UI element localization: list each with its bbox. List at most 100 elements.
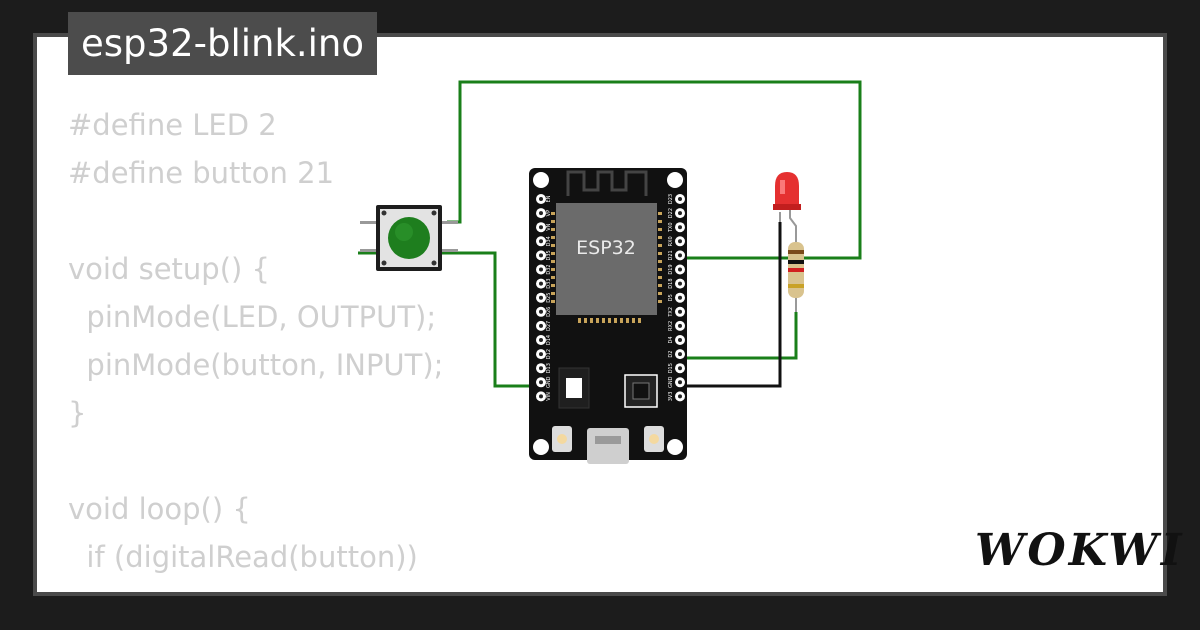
chip-contact bbox=[658, 260, 662, 263]
header-pin-hole bbox=[678, 295, 682, 300]
header-pin-hole bbox=[539, 197, 543, 201]
chip-contact bbox=[551, 276, 555, 279]
pin-label: D5 bbox=[668, 294, 674, 301]
chip-contact bbox=[551, 212, 555, 215]
chip-contact bbox=[620, 318, 623, 323]
wokwi-logo: WOKWI bbox=[975, 525, 1185, 576]
pin-label: D35 bbox=[546, 250, 552, 260]
header-pin-hole bbox=[539, 338, 543, 342]
header-pin-hole bbox=[678, 197, 682, 201]
mount-hole bbox=[533, 439, 549, 455]
pin-label: D32 bbox=[546, 264, 552, 274]
pin-label: RX2 bbox=[668, 321, 674, 331]
led-body bbox=[775, 172, 799, 206]
file-title: esp32-blink.ino bbox=[68, 12, 378, 75]
card-bottom-edge bbox=[33, 592, 1167, 596]
header-pin-hole bbox=[539, 281, 543, 286]
pin-label: D34 bbox=[546, 236, 552, 246]
pin-label: D14 bbox=[546, 335, 552, 345]
chip-contact bbox=[602, 318, 605, 323]
header-pin-hole bbox=[678, 281, 682, 286]
header-pin-hole bbox=[539, 295, 543, 300]
resistor[interactable] bbox=[788, 236, 804, 312]
header-pin-hole bbox=[539, 225, 543, 230]
wire-button-to-3v3[interactable] bbox=[358, 251, 540, 388]
boot-button-cap bbox=[557, 434, 567, 444]
pin-label: GND bbox=[668, 376, 674, 388]
button-screw bbox=[431, 260, 437, 266]
regulator-tab bbox=[566, 378, 582, 398]
button-leg bbox=[442, 249, 458, 252]
button-cap-highlight bbox=[395, 223, 413, 241]
pin-label: VP bbox=[546, 210, 552, 216]
header-pin-hole bbox=[678, 239, 682, 244]
chip-contact bbox=[658, 276, 662, 279]
chip-contact bbox=[638, 318, 641, 323]
chip-contact bbox=[551, 220, 555, 223]
reset-button-cap bbox=[649, 434, 659, 444]
mount-hole bbox=[533, 172, 549, 188]
code-line: #define LED 2 bbox=[68, 108, 277, 142]
chip-contact bbox=[551, 260, 555, 263]
chip-contact bbox=[614, 318, 617, 323]
pin-label: D33 bbox=[546, 278, 552, 288]
chip-contact bbox=[551, 228, 555, 231]
chip-contact bbox=[658, 212, 662, 215]
code-line: #define button 21 bbox=[68, 156, 335, 190]
led-anode-leg bbox=[789, 210, 797, 242]
chip-contact bbox=[658, 228, 662, 231]
pin-label: D26 bbox=[546, 307, 552, 317]
wire-resistor-to-d2[interactable] bbox=[682, 312, 798, 360]
header-pin-hole bbox=[678, 352, 682, 357]
button-screw bbox=[381, 260, 387, 266]
antenna-trace bbox=[566, 170, 648, 196]
led-rim bbox=[773, 204, 801, 210]
pin-label: D27 bbox=[546, 321, 552, 331]
pushbutton[interactable] bbox=[360, 205, 458, 271]
chip-contact bbox=[551, 236, 555, 239]
chip-contact bbox=[551, 252, 555, 255]
chip-contact bbox=[632, 318, 635, 323]
mount-hole bbox=[667, 172, 683, 188]
header-pin-hole bbox=[539, 309, 543, 314]
header-pin-hole bbox=[678, 253, 682, 258]
chip-contact bbox=[596, 318, 599, 323]
pin-label: EN bbox=[546, 195, 552, 202]
code-line: void setup() { bbox=[68, 252, 270, 286]
red-led[interactable] bbox=[773, 172, 801, 242]
pin-label: RX0 bbox=[668, 236, 674, 246]
resistor-band bbox=[788, 260, 804, 264]
pin-label: D2 bbox=[668, 351, 674, 358]
esp32-board[interactable]: ESP32 ENVPVND34D35D32D33D25D26D27D14D12D… bbox=[529, 168, 687, 464]
chip-contact bbox=[608, 318, 611, 323]
pin-label: TX2 bbox=[668, 307, 674, 318]
button-leg bbox=[360, 221, 376, 224]
header-pin-hole bbox=[539, 253, 543, 258]
header-pin-hole bbox=[539, 380, 543, 385]
pin-label: D25 bbox=[546, 293, 552, 303]
code-line: } bbox=[68, 396, 87, 430]
chip-contact bbox=[658, 284, 662, 287]
chip-contact bbox=[658, 292, 662, 295]
left-pin-header: ENVPVND34D35D32D33D25D26D27D14D12D13GNDV… bbox=[536, 194, 552, 402]
code-line: pinMode(LED, OUTPUT); bbox=[68, 300, 437, 334]
chip-contact bbox=[584, 318, 587, 323]
header-pin-hole bbox=[678, 380, 682, 385]
chip-label: ESP32 bbox=[576, 237, 636, 259]
pin-label: D13 bbox=[546, 363, 552, 373]
chip-contact bbox=[551, 300, 555, 303]
chip-contact bbox=[658, 244, 662, 247]
pin-label: GND bbox=[546, 376, 552, 388]
bottom-mask bbox=[37, 592, 1163, 630]
pin-label: D21 bbox=[668, 250, 674, 260]
button-screw bbox=[431, 210, 437, 216]
wire-led-to-gnd[interactable] bbox=[682, 222, 782, 388]
header-pin-hole bbox=[539, 394, 543, 399]
header-pin-hole bbox=[678, 366, 682, 371]
chip-contact bbox=[590, 318, 593, 323]
header-pin-hole bbox=[678, 267, 682, 272]
header-pin-hole bbox=[539, 267, 543, 272]
chip-pins bbox=[551, 212, 662, 323]
header-pin-hole bbox=[678, 309, 682, 314]
